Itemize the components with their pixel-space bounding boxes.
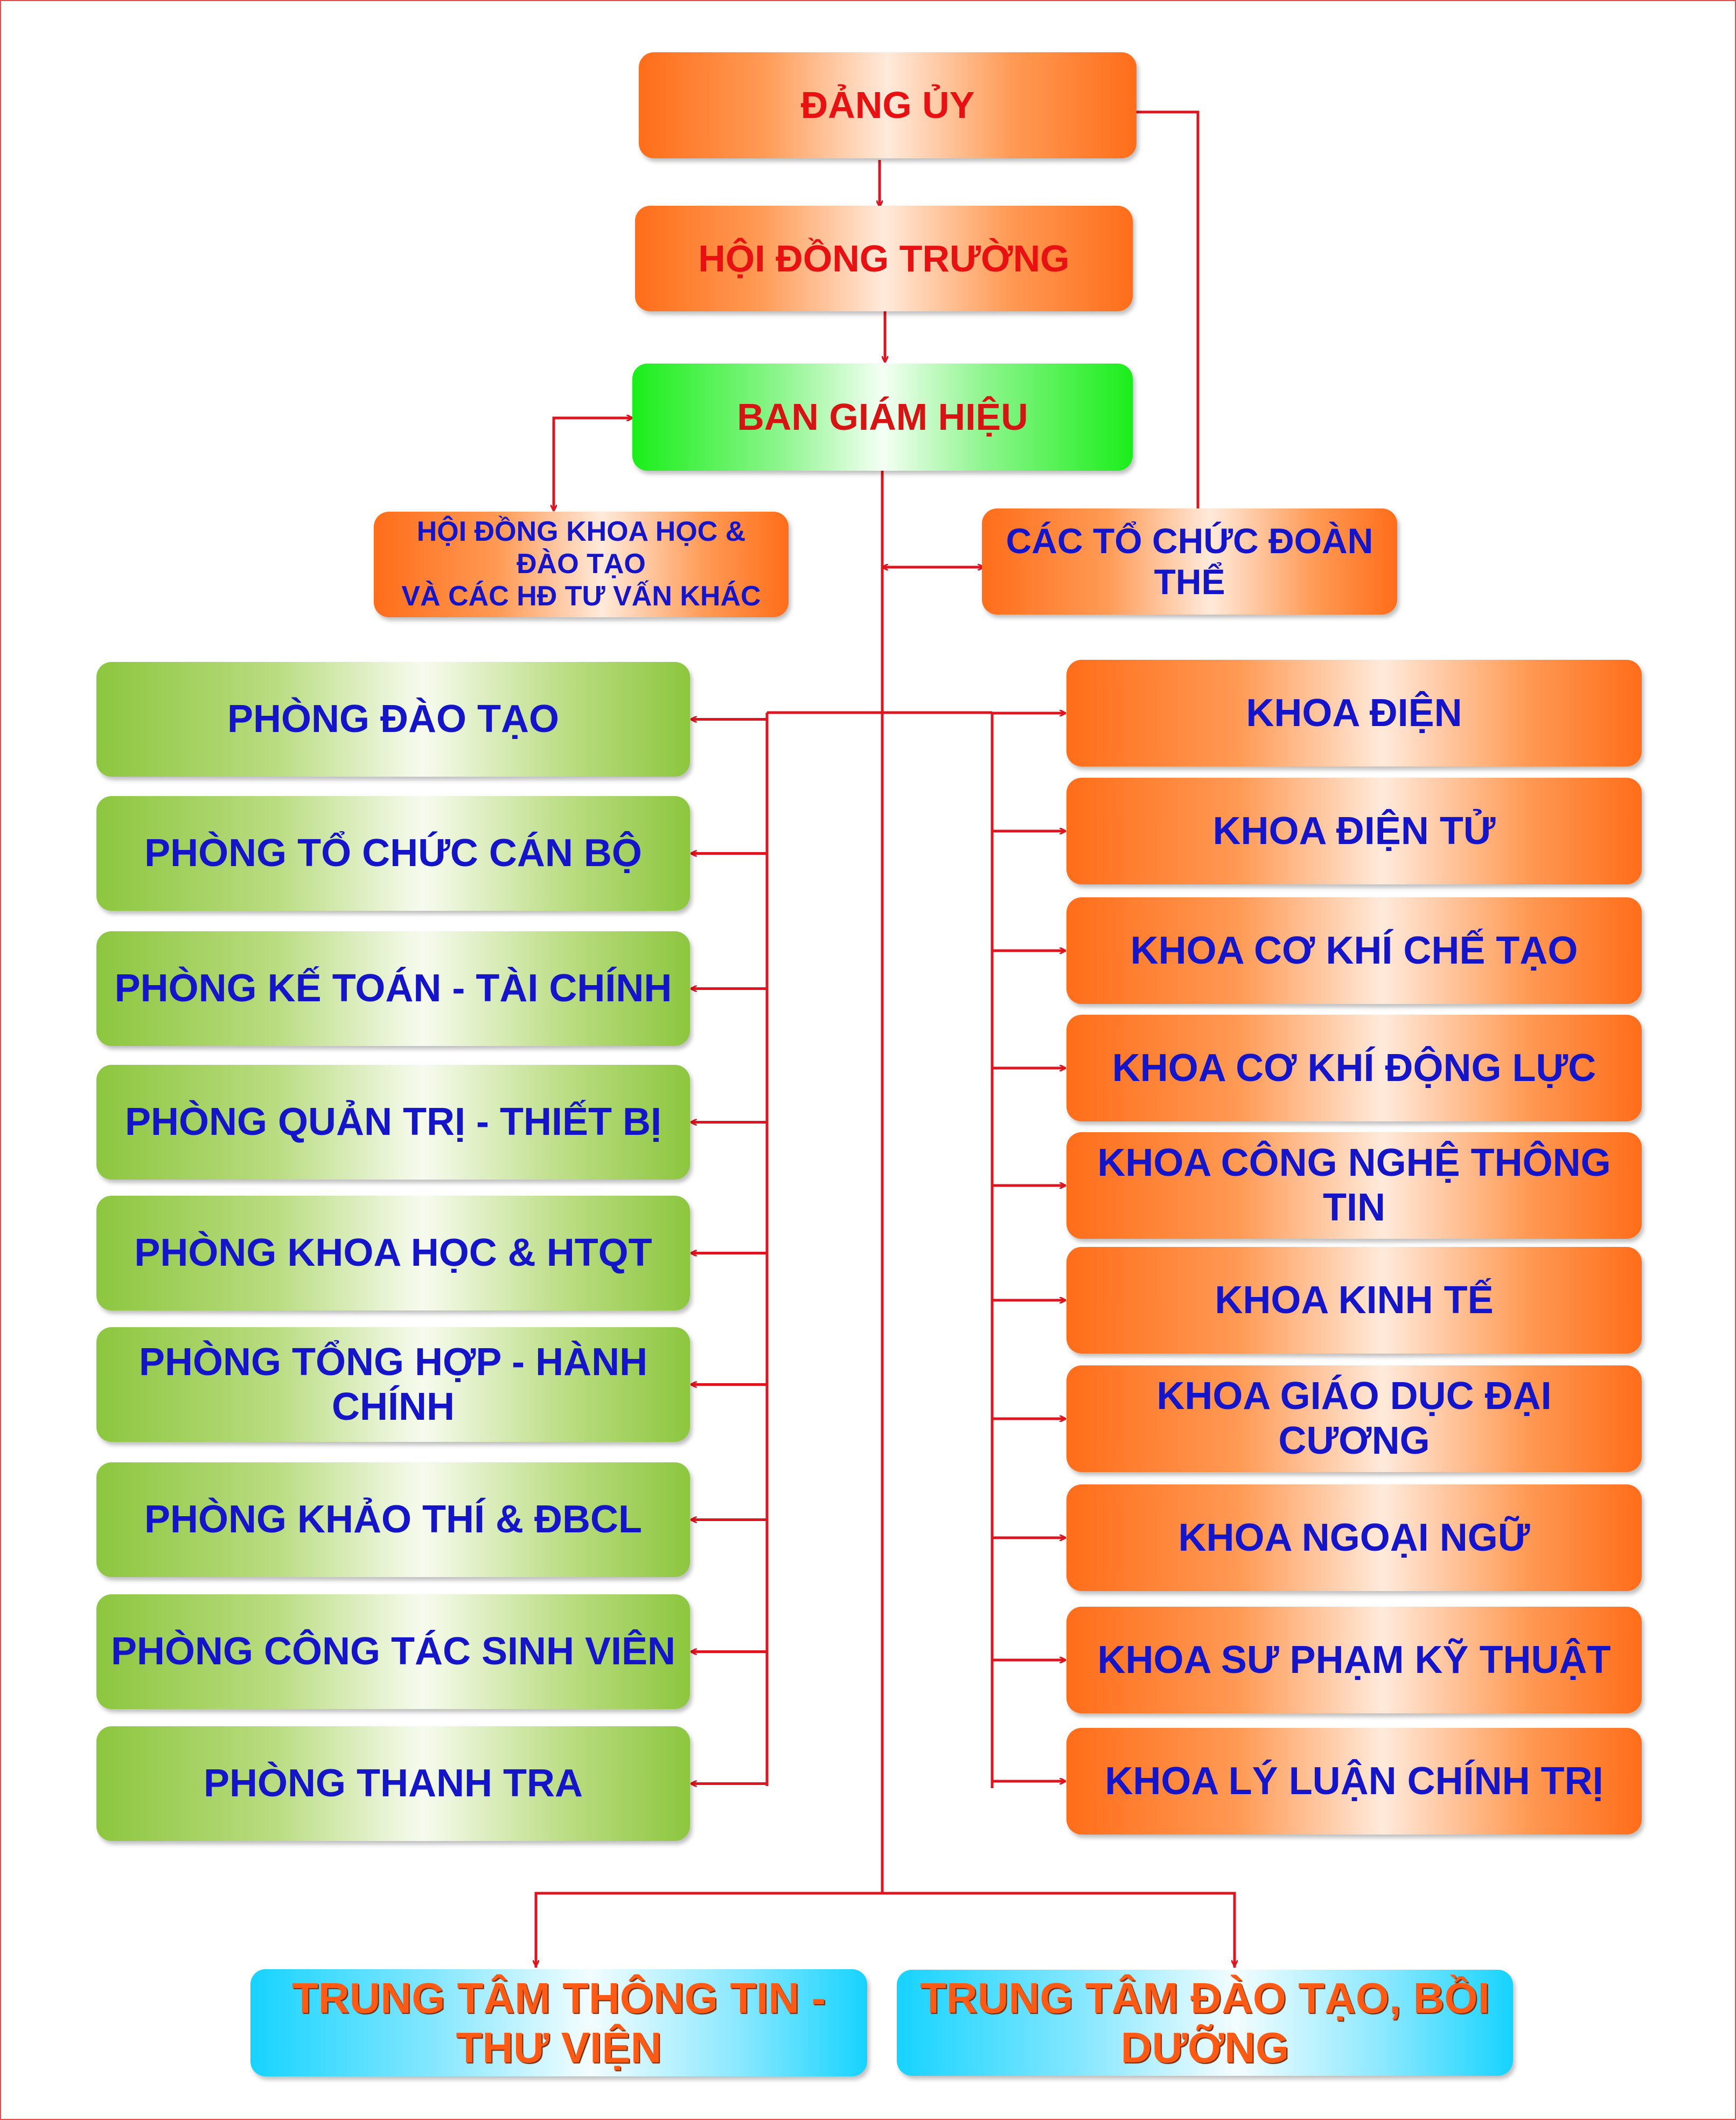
center-library-label: TRUNG TÂM THÔNG TIN - THƯ VIỆN [292, 1973, 826, 2072]
science-council-line1: HỘI ĐỒNG KHOA HỌC & ĐÀO TẠO [416, 516, 746, 580]
department-box: PHÒNG KHOA HỌC & HTQT [96, 1196, 690, 1310]
department-box: PHÒNG CÔNG TÁC SINH VIÊN [96, 1594, 690, 1709]
department-label: PHÒNG TỔ CHỨC CÁN BỘ [144, 832, 642, 875]
department-label: PHÒNG THANH TRA [204, 1762, 583, 1805]
department-label: PHÒNG ĐÀO TẠO [227, 698, 559, 741]
department-box: PHÒNG ĐÀO TẠO [96, 662, 690, 777]
science-council-line2: VÀ CÁC HĐ TƯ VẤN KHÁC [401, 580, 761, 612]
science-council-box: HỘI ĐỒNG KHOA HỌC & ĐÀO TẠO VÀ CÁC HĐ TƯ… [374, 512, 789, 617]
party-committee-box: ĐẢNG ỦY [639, 52, 1137, 158]
faculty-box: KHOA NGOẠI NGỮ [1066, 1484, 1642, 1591]
connector-dangy-doanthe [1137, 110, 1198, 516]
department-label: PHÒNG TỔNG HỢP - HÀNH CHÍNH [138, 1340, 648, 1428]
faculty-label: KHOA KINH TẾ [1215, 1278, 1494, 1322]
faculty-label: KHOA ĐIỆN TỬ [1212, 809, 1496, 853]
school-council-box: HỘI ĐỒNG TRƯỜNG [635, 206, 1133, 311]
department-label: PHÒNG KHẢO THÍ & ĐBCL [144, 1498, 642, 1542]
department-label: PHÒNG KHOA HỌC & HTQT [134, 1231, 652, 1275]
department-box: PHÒNG QUẢN TRỊ - THIẾT BỊ [96, 1065, 690, 1180]
faculty-box: KHOA ĐIỆN [1066, 660, 1642, 766]
department-label: PHÒNG CÔNG TÁC SINH VIÊN [110, 1630, 676, 1673]
faculty-label: KHOA CƠ KHÍ CHẾ TẠO [1130, 929, 1578, 972]
faculty-label: KHOA GIÁO DỤC ĐẠI CƯƠNG [1156, 1375, 1552, 1462]
connector-bottom-branch [534, 1892, 1236, 1968]
party-committee-label: ĐẢNG ỦY [800, 84, 975, 127]
board-of-rectors-box: BAN GIÁM HIỆU [632, 364, 1133, 471]
faculty-label: KHOA CÔNG NGHỆ THÔNG TIN [1097, 1141, 1611, 1229]
department-label: PHÒNG KẾ TOÁN - TÀI CHÍNH [114, 967, 672, 1010]
faculty-label: KHOA ĐIỆN [1246, 691, 1462, 735]
faculty-box: KHOA CƠ KHÍ ĐỘNG LỰC [1066, 1015, 1642, 1121]
faculty-box: KHOA LÝ LUẬN CHÍNH TRỊ [1066, 1728, 1642, 1835]
school-council-label: HỘI ĐỒNG TRƯỜNG [698, 237, 1070, 280]
faculty-box: KHOA KINH TẾ [1066, 1247, 1642, 1354]
faculty-box: KHOA CÔNG NGHỆ THÔNG TIN [1066, 1132, 1642, 1239]
department-box: PHÒNG KẾ TOÁN - TÀI CHÍNH [96, 931, 690, 1046]
board-of-rectors-label: BAN GIÁM HIỆU [737, 396, 1028, 438]
center-training-box: TRUNG TÂM ĐÀO TẠO, BỒI DƯỠNG [897, 1970, 1513, 2076]
faculty-box: KHOA CƠ KHÍ CHẾ TẠO [1066, 897, 1642, 1004]
department-box: PHÒNG KHẢO THÍ & ĐBCL [96, 1462, 690, 1577]
department-box: PHÒNG TỔ CHỨC CÁN BỘ [96, 796, 690, 911]
department-box: PHÒNG TỔNG HỢP - HÀNH CHÍNH [96, 1327, 690, 1442]
faculty-label: KHOA CƠ KHÍ ĐỘNG LỰC [1112, 1046, 1596, 1090]
organizations-label: CÁC TỔ CHỨC ĐOÀN THỂ [1006, 520, 1374, 602]
center-training-label: TRUNG TÂM ĐÀO TẠO, BỒI DƯỠNG [920, 1973, 1490, 2072]
center-library-box: TRUNG TÂM THÔNG TIN - THƯ VIỆN [250, 1969, 867, 2076]
faculty-box: KHOA ĐIỆN TỬ [1066, 778, 1642, 884]
faculty-label: KHOA SƯ PHẠM KỸ THUẬT [1097, 1638, 1611, 1682]
department-box: PHÒNG THANH TRA [96, 1726, 690, 1841]
faculty-label: KHOA LÝ LUẬN CHÍNH TRỊ [1105, 1759, 1603, 1803]
connector-bgh-hdkh [554, 418, 632, 511]
department-label: PHÒNG QUẢN TRỊ - THIẾT BỊ [125, 1100, 661, 1144]
faculty-box: KHOA GIÁO DỤC ĐẠI CƯƠNG [1066, 1365, 1642, 1472]
faculty-label: KHOA NGOẠI NGỮ [1178, 1516, 1530, 1559]
faculty-box: KHOA SƯ PHẠM KỸ THUẬT [1066, 1607, 1642, 1713]
organizations-box: CÁC TỔ CHỨC ĐOÀN THỂ [982, 508, 1397, 615]
